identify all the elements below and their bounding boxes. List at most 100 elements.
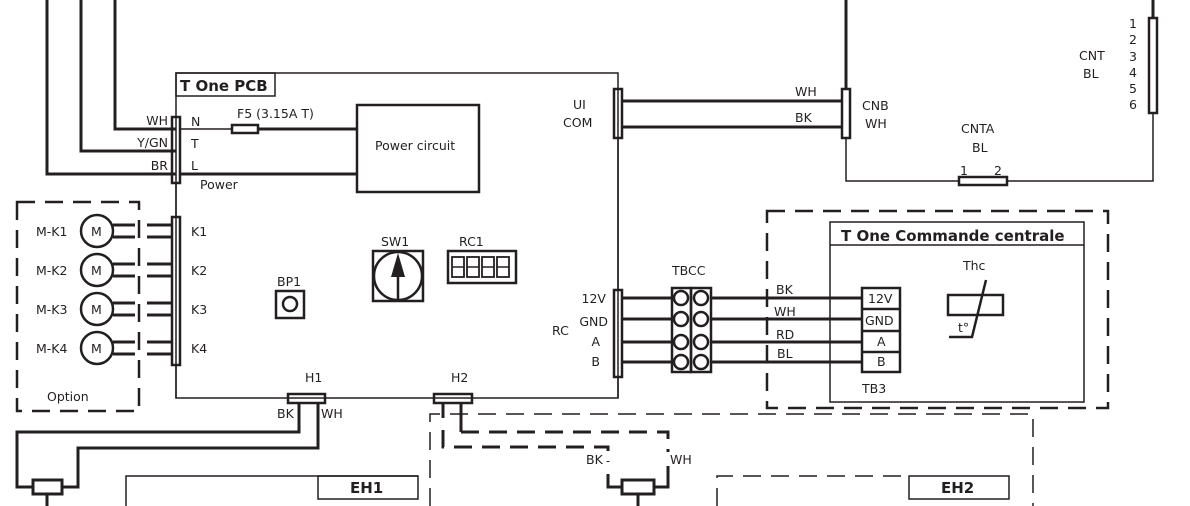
cnt-color: BL xyxy=(1083,66,1099,81)
cnt-name: CNT xyxy=(1079,48,1105,63)
motor-icon xyxy=(79,252,115,288)
h1-thermostat xyxy=(31,478,64,496)
bp1-label: BP1 xyxy=(277,274,301,289)
option-box xyxy=(15,200,141,413)
fuse-label: F5 (3.15A T) xyxy=(237,106,314,121)
motor-symbol: M xyxy=(91,302,102,317)
h2-wire-bk: BK xyxy=(586,452,604,467)
cnb-connector xyxy=(840,87,852,140)
h2-label: H2 xyxy=(451,370,468,385)
pin-k4: K4 xyxy=(191,341,207,356)
power-label: Power xyxy=(200,177,239,192)
cnb-color: WH xyxy=(865,116,887,131)
commande-title: T One Commande centrale xyxy=(841,227,1065,245)
tbcc-terminal-block xyxy=(670,286,713,374)
option-label: Option xyxy=(47,389,89,404)
rc1-display xyxy=(446,249,518,285)
rc-wire-wh: WH xyxy=(774,304,796,319)
rc-pin-gnd: GND xyxy=(579,314,608,329)
rc-pin-12v: 12V xyxy=(582,291,607,306)
rc-label: RC xyxy=(552,323,569,338)
motor-m-k3: M-K3 M xyxy=(36,291,172,327)
motor-icon xyxy=(79,330,115,366)
power-circuit-block xyxy=(355,103,481,194)
wire-label-ygn: Y/GN xyxy=(136,135,168,150)
tb3-pin-b: B xyxy=(877,354,886,369)
sw1-label: SW1 xyxy=(381,234,409,249)
cnt-pin-5: 5 xyxy=(1129,81,1137,96)
ui-wire-wh: WH xyxy=(795,84,817,99)
pin-t: T xyxy=(190,136,199,151)
cnt-pin-4: 4 xyxy=(1129,65,1137,80)
motor-m-k2: M-K2 M xyxy=(36,252,172,288)
cnt-pin-2: 2 xyxy=(1129,32,1137,47)
pin-l: L xyxy=(191,158,198,173)
cnta-color: BL xyxy=(972,140,988,155)
eh2-label: EH2 xyxy=(941,479,974,497)
rc-pin-a: A xyxy=(591,334,600,349)
bp1-button xyxy=(274,289,306,320)
commande-enclosure xyxy=(765,209,1110,410)
eh2-title-box xyxy=(908,475,1010,500)
tb3-pin-a: A xyxy=(877,334,886,349)
motor-symbol: M xyxy=(91,263,102,278)
pin-n: N xyxy=(191,114,200,129)
thermistor-label: Thc xyxy=(962,258,986,273)
rc1-label: RC1 xyxy=(459,234,484,249)
eh2-option-enclosure xyxy=(429,413,1034,506)
motor-icon xyxy=(79,291,115,327)
sw1-rotary-switch xyxy=(371,249,425,303)
cnt-pin-3: 3 xyxy=(1129,49,1137,64)
cnb-name: CNB xyxy=(862,98,889,113)
tb3-pin-12v: 12V xyxy=(868,291,893,306)
pcb-title-box xyxy=(175,72,276,97)
motor-m-k4: M-K4 M xyxy=(36,330,172,366)
cnta-pin-1: 1 xyxy=(960,163,968,178)
motor-m-k1: M-K1 M xyxy=(36,213,172,249)
pin-k3: K3 xyxy=(191,302,207,317)
motor-label: M-K2 xyxy=(36,263,67,278)
motor-icon xyxy=(79,213,115,249)
h1-wire-wh: WH xyxy=(321,406,343,421)
cnta-pin-2: 2 xyxy=(994,163,1002,178)
arrow-up-icon xyxy=(391,253,405,277)
com-label: COM xyxy=(563,115,592,130)
power-circuit-label: Power circuit xyxy=(375,138,455,153)
cnta-connector xyxy=(957,175,1009,187)
thermistor-icon xyxy=(946,279,1005,339)
eh1-title-box xyxy=(317,475,419,500)
rc-wire-bl: BL xyxy=(777,346,793,361)
motor-label: M-K3 xyxy=(36,302,67,317)
wire-label-br: BR xyxy=(151,158,169,173)
pin-k2: K2 xyxy=(191,263,207,278)
h1-label: H1 xyxy=(305,370,322,385)
motor-symbol: M xyxy=(91,341,102,356)
cnt-pin-1: 1 xyxy=(1129,16,1137,31)
h2-thermostat xyxy=(620,478,656,496)
tb3-terminal-block xyxy=(860,286,902,374)
ui-wire-bk: BK xyxy=(795,110,813,125)
commande-box xyxy=(829,221,1085,403)
rc-wire-rd: RD xyxy=(776,327,794,342)
fuse-f5 xyxy=(230,123,260,135)
rc-wire-bk: BK xyxy=(776,282,794,297)
cnt-connector xyxy=(1147,16,1159,115)
motor-label: M-K1 xyxy=(36,224,67,239)
motor-symbol: M xyxy=(91,224,102,239)
h1-wire-bk: BK xyxy=(277,406,295,421)
cnta-name: CNTA xyxy=(961,121,995,136)
h2-wire-wh: WH xyxy=(670,452,692,467)
tb3-label: TB3 xyxy=(861,381,886,396)
pin-k1: K1 xyxy=(191,224,207,239)
motor-label: M-K4 xyxy=(36,341,67,356)
cnt-pin-6: 6 xyxy=(1129,97,1137,112)
bp1-button-icon xyxy=(281,295,299,313)
rc-pin-b: B xyxy=(591,354,600,369)
pcb-title: T One PCB xyxy=(180,77,268,95)
h2-connector xyxy=(432,392,474,405)
mains-wires xyxy=(45,0,176,176)
eh1-label: EH1 xyxy=(350,479,383,497)
tbcc-label: TBCC xyxy=(671,263,706,278)
wire-label-wh: WH xyxy=(146,113,168,128)
